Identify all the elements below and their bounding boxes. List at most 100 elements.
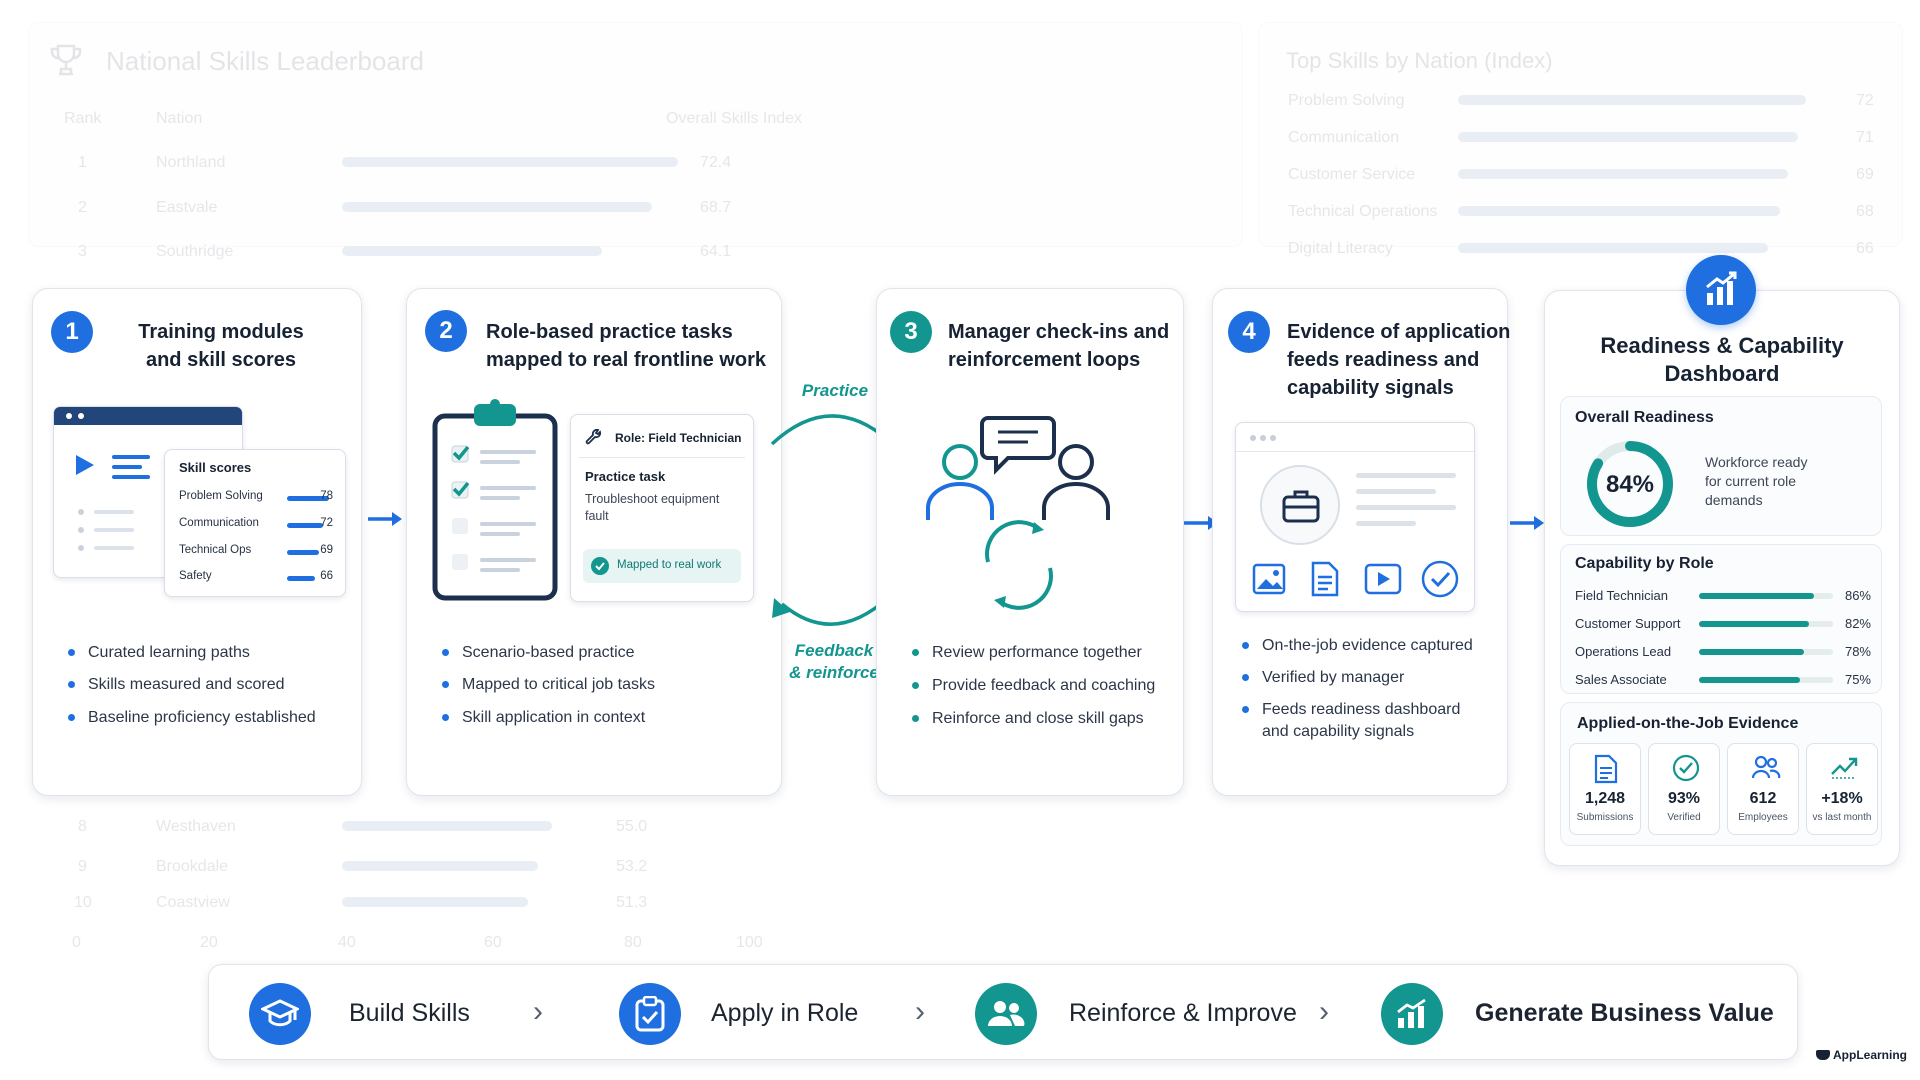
axis-tick: 20 [200, 934, 218, 951]
top-skill-bar [1458, 243, 1768, 253]
content-line [112, 455, 150, 459]
clipboard-checklist-icon [432, 399, 558, 601]
list-dot [78, 545, 84, 551]
step-2-number: 2 [425, 310, 467, 352]
skill-label: Problem Solving [179, 490, 263, 502]
list-dot [78, 509, 84, 515]
top-skill-label: Customer Service [1288, 166, 1416, 183]
readiness-desc-line: Workforce ready [1705, 454, 1808, 470]
evidence-window [1235, 422, 1475, 612]
content-line [1356, 489, 1436, 494]
capability-title: Capability by Role [1575, 555, 1714, 572]
top-skill-bar [1458, 95, 1806, 105]
skill-label: Communication [179, 517, 259, 529]
role-label: Field Technician [1575, 588, 1668, 603]
dashboard-title-line: Dashboard [1664, 361, 1780, 386]
role-fill [1699, 649, 1804, 655]
step-4-title-line: feeds readiness and [1287, 349, 1480, 371]
stat-label: Verified [1667, 812, 1701, 823]
practice-task-card: Role: Field Technician Practice task Tro… [570, 414, 754, 602]
index-bar [342, 157, 678, 167]
index-bar [342, 246, 602, 256]
window-dot [1250, 435, 1256, 441]
step-3-card [876, 288, 1184, 796]
top-skill-label: Problem Solving [1288, 92, 1405, 109]
bullet-item: Scenario-based practice [440, 643, 655, 663]
bullet-item-continuation: and capability signals [1262, 723, 1415, 740]
flow-step-apply-in-role: Apply in Role [711, 999, 859, 1027]
briefcase-frame [1260, 465, 1340, 545]
index-value: 53.2 [616, 858, 648, 875]
rank-cell: 2 [78, 199, 87, 216]
step-2-title-line: mapped to real frontline work [486, 349, 767, 371]
axis-tick: 80 [624, 934, 642, 951]
brand-mark-icon [1816, 1050, 1830, 1060]
col-index: Overall Skills Index [666, 110, 803, 127]
task-title: Practice task [585, 469, 666, 484]
overall-readiness-title: Overall Readiness [1575, 409, 1714, 426]
role-track [1699, 649, 1833, 655]
axis-tick: 40 [338, 934, 356, 951]
role-track [1699, 621, 1833, 627]
top-skill-value: 66 [1856, 240, 1874, 257]
document-icon [1311, 561, 1339, 597]
bullet-item: Provide feedback and coaching [910, 676, 1155, 696]
readiness-desc-line: for current role [1705, 473, 1797, 489]
step-3-title: Manager check-ins and reinforcement loop… [948, 318, 1169, 374]
role-value: 75% [1844, 672, 1871, 687]
role-row: Sales Associate 75% [1575, 671, 1871, 689]
skill-scores-title: Skill scores [179, 460, 252, 475]
document-icon [1594, 754, 1618, 784]
bullet-item: Mapped to critical job tasks [440, 675, 655, 695]
evidence-title: Applied-on-the-Job Evidence [1577, 715, 1799, 732]
chevron-right-icon: › [915, 995, 925, 1028]
role-value: 78% [1844, 644, 1871, 659]
window-dot [78, 413, 84, 419]
skill-row: Problem Solving 78 [179, 490, 333, 506]
bullet-item: Reinforce and close skill gaps [910, 709, 1155, 729]
content-line [112, 475, 150, 479]
readiness-desc-line: demands [1705, 492, 1763, 508]
index-bar [342, 821, 552, 831]
value-flow-bar: Build Skills › Apply in Role › Reinforce… [208, 964, 1798, 1060]
skill-label: Safety [179, 570, 212, 582]
nation-cell: Eastvale [156, 199, 218, 216]
briefcase-icon [1282, 490, 1320, 523]
skill-bar [287, 576, 315, 581]
readiness-desc: Workforce ready for current role demands [1705, 453, 1807, 510]
nation-cell: Westhaven [156, 818, 236, 835]
skill-value: 72 [320, 517, 333, 529]
verified-check-icon [1421, 560, 1459, 598]
skill-value: 78 [320, 490, 333, 502]
step-4-title-line: Evidence of application [1287, 321, 1511, 343]
trend-up-icon [1831, 757, 1858, 779]
window-dot [1260, 435, 1266, 441]
col-rank: Rank [64, 110, 102, 127]
bullet-item: Skill application in context [440, 708, 655, 728]
stat-value: 612 [1749, 790, 1777, 807]
task-role: Role: Field Technician [615, 431, 742, 445]
stat-submissions: 1,248 Submissions [1569, 743, 1641, 835]
skill-row: Technical Ops 69 [179, 544, 333, 560]
nation-cell: Coastview [156, 894, 230, 911]
chart-growth-icon [1706, 271, 1737, 305]
skill-bar [287, 496, 329, 501]
window-titlebar [54, 407, 242, 425]
step-1-number: 1 [51, 311, 93, 353]
role-fill [1699, 593, 1815, 599]
nation-cell: Brookdale [156, 858, 229, 875]
video-play-icon [1364, 563, 1402, 595]
bullet-item: Review performance together [910, 643, 1155, 663]
flow-step-business-value: Generate Business Value [1475, 999, 1774, 1027]
role-row: Customer Support 82% [1575, 615, 1871, 633]
index-bar [342, 202, 652, 212]
stat-verified: 93% Verified [1648, 743, 1720, 835]
bullet-item: Skills measured and scored [66, 675, 316, 695]
top-skill-bar [1458, 169, 1788, 179]
index-bar [342, 861, 538, 871]
stat-label: vs last month [1812, 812, 1872, 823]
rank-cell: 9 [78, 858, 87, 875]
index-value: 72.4 [700, 154, 732, 171]
top-skill-bar [1458, 206, 1780, 216]
role-fill [1699, 677, 1800, 683]
